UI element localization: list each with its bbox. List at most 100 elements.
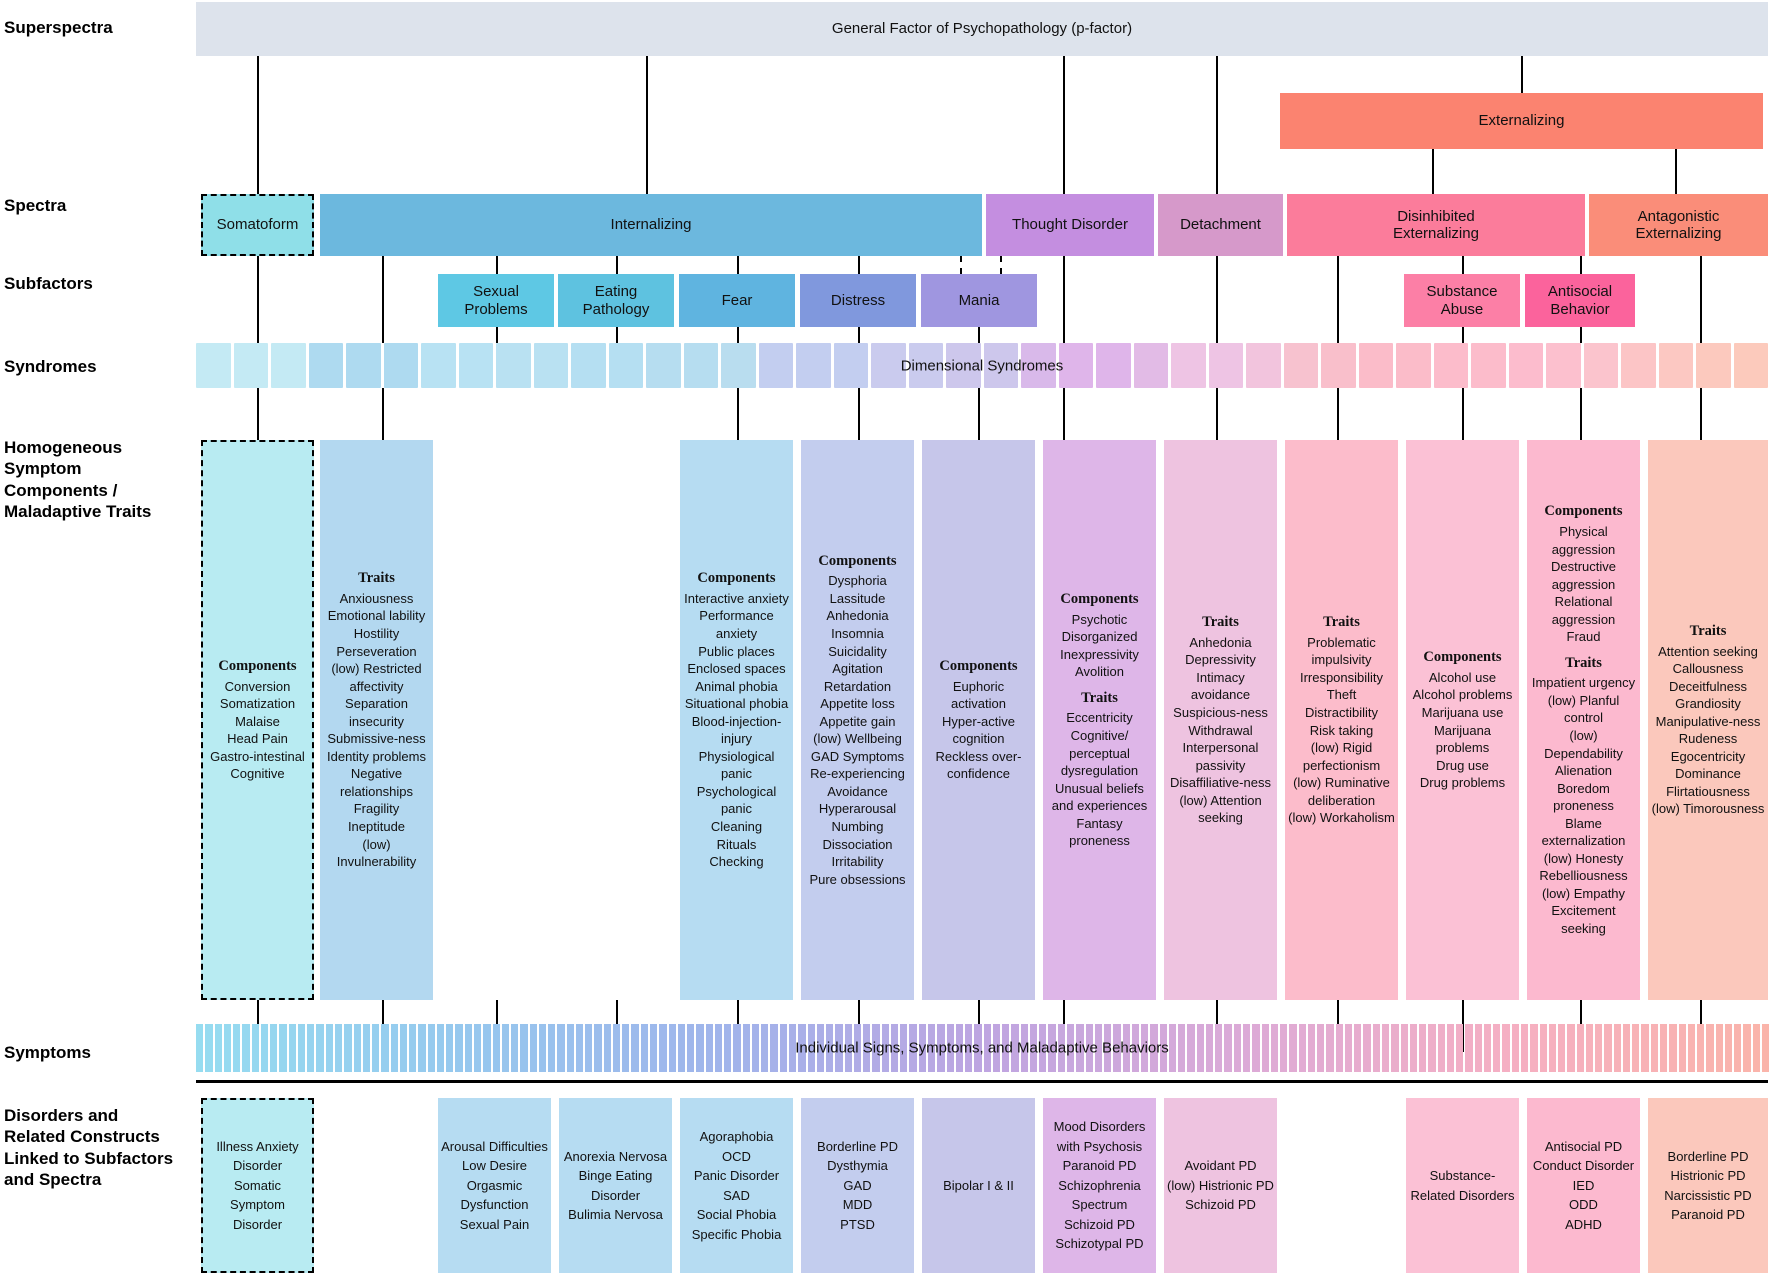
syndrome-cell[interactable]: [1546, 343, 1581, 388]
syndrome-cell[interactable]: [1021, 343, 1056, 388]
syndrome-cell[interactable]: [233, 343, 268, 388]
spectra-antagonistic-externalizing[interactable]: Antagonistic Externalizing: [1589, 194, 1768, 256]
syndrome-cell[interactable]: [1658, 343, 1693, 388]
syndrome-cell[interactable]: [646, 343, 681, 388]
syndrome-cell[interactable]: [833, 343, 868, 388]
subfactor-antisocial-behavior[interactable]: Antisocial Behavior: [1525, 274, 1635, 327]
syndrome-cell[interactable]: [946, 343, 981, 388]
spectra-disinhibited-externalizing[interactable]: Disinhibited Externalizing: [1287, 194, 1585, 256]
syndrome-cell[interactable]: [1283, 343, 1318, 388]
symptom-stripe: [399, 1024, 408, 1072]
hsc-item: Callousness: [1672, 661, 1744, 677]
hsc-item: Identity problems: [327, 748, 426, 764]
symptom-stripe: [1493, 1024, 1501, 1072]
disorder-column-mania[interactable]: Bipolar I & II: [922, 1098, 1035, 1273]
spectra-thought-disorder[interactable]: Thought Disorder: [986, 194, 1154, 256]
connector-line: [1700, 388, 1702, 440]
syndrome-cell[interactable]: [796, 343, 831, 388]
syndrome-cell[interactable]: [871, 343, 906, 388]
syndrome-cell[interactable]: [496, 343, 531, 388]
syndrome-cell[interactable]: [1096, 343, 1131, 388]
syndrome-cell[interactable]: [196, 343, 231, 388]
syndrome-cell[interactable]: [1733, 343, 1768, 388]
syndrome-cell[interactable]: [571, 343, 606, 388]
syndrome-cell[interactable]: [983, 343, 1018, 388]
subfactor-distress[interactable]: Distress: [800, 274, 916, 327]
symptom-stripe: [297, 1024, 306, 1072]
syndrome-cell[interactable]: [1508, 343, 1543, 388]
disorder-item: (low) Histrionic PD: [1167, 1177, 1274, 1193]
connector-line: [1580, 388, 1582, 440]
syndrome-cell[interactable]: [308, 343, 343, 388]
symptom-stripe: [1734, 1024, 1742, 1072]
syndrome-cell[interactable]: [1321, 343, 1356, 388]
subfactor-sexual-problems[interactable]: Sexual Problems: [438, 274, 554, 327]
symptoms-bar[interactable]: [196, 1024, 1770, 1072]
subfactor-label: Substance Abuse: [1426, 283, 1498, 318]
symptom-stripe: [1076, 1024, 1084, 1072]
syndrome-cell[interactable]: [1471, 343, 1506, 388]
syndrome-cell[interactable]: [908, 343, 943, 388]
syndrome-cell[interactable]: [1208, 343, 1243, 388]
syndrome-cell[interactable]: [721, 343, 756, 388]
syndrome-cell[interactable]: [1171, 343, 1206, 388]
syndrome-cell[interactable]: [533, 343, 568, 388]
syndrome-cell[interactable]: [1433, 343, 1468, 388]
syndrome-cell[interactable]: [758, 343, 793, 388]
subfactor-eating-pathology[interactable]: Eating Pathology: [558, 274, 674, 327]
syndrome-cell[interactable]: [421, 343, 456, 388]
syndrome-cell[interactable]: [1696, 343, 1731, 388]
syndrome-cell[interactable]: [458, 343, 493, 388]
syndrome-cell[interactable]: [608, 343, 643, 388]
symptom-stripe: [1752, 1024, 1760, 1072]
subfactor-mania[interactable]: Mania: [921, 274, 1037, 327]
externalizing-box[interactable]: Externalizing: [1280, 93, 1763, 149]
syndrome-cell[interactable]: [1583, 343, 1618, 388]
syndrome-cell[interactable]: [271, 343, 306, 388]
symptom-stripe: [946, 1024, 954, 1072]
syndromes-bar[interactable]: [196, 343, 1768, 388]
symptom-stripe: [844, 1024, 852, 1072]
disorder-column-substance[interactable]: Substance-Related Disorders: [1406, 1098, 1519, 1273]
syndrome-cell[interactable]: [1246, 343, 1281, 388]
syndrome-cell[interactable]: [1621, 343, 1656, 388]
spectra-detachment[interactable]: Detachment: [1158, 194, 1283, 256]
spectra-somatoform[interactable]: Somatoform: [201, 194, 314, 256]
subfactor-fear[interactable]: Fear: [679, 274, 795, 327]
syndrome-cell[interactable]: [383, 343, 418, 388]
superspectra-box[interactable]: General Factor of Psychopathology (p-fac…: [196, 2, 1768, 56]
syndrome-cell[interactable]: [683, 343, 718, 388]
hsc-item: Disaffiliative-ness: [1170, 775, 1271, 791]
symptom-stripe: [1363, 1024, 1371, 1072]
syndrome-cell[interactable]: [1133, 343, 1168, 388]
subfactor-substance-abuse[interactable]: Substance Abuse: [1404, 274, 1520, 327]
symptom-stripe: [372, 1024, 380, 1072]
syndrome-cell[interactable]: [1358, 343, 1393, 388]
syndrome-cell[interactable]: [1396, 343, 1431, 388]
syndrome-cell[interactable]: [346, 343, 381, 388]
symptom-stripe: [1474, 1024, 1482, 1072]
syndrome-cell[interactable]: [1058, 343, 1093, 388]
spectra-internalizing[interactable]: Internalizing: [320, 194, 982, 256]
connector-line: [257, 56, 259, 194]
